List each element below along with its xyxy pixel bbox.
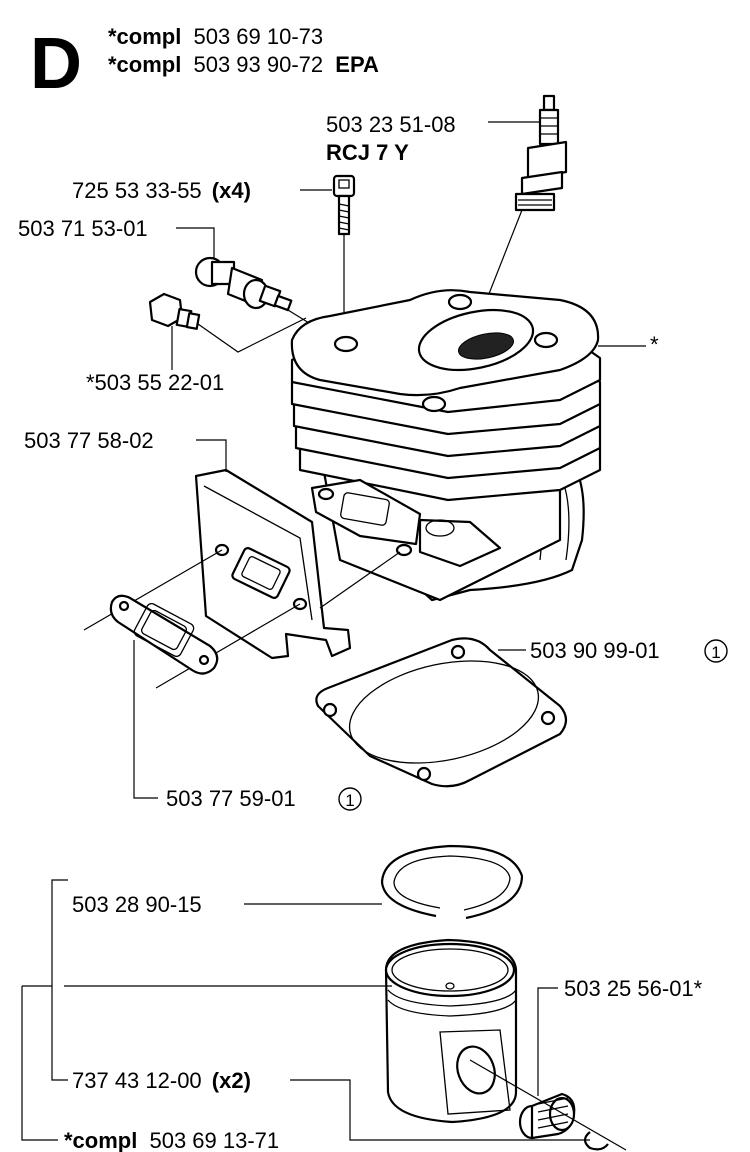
muffler-plate-part-number: 503 77 58-02	[24, 428, 154, 453]
piston-drawing	[384, 938, 518, 1124]
screw-part-number: 725 53 33-55	[72, 178, 202, 203]
decompression-valve-drawing	[194, 256, 293, 312]
base-gasket-label: 503 90 99-01	[530, 638, 660, 663]
piston-kit-part-number: 503 69 13-71	[149, 1128, 279, 1152]
spark-plug-type: RCJ 7 Y	[326, 140, 409, 165]
piston-kit-prefix: *compl	[64, 1128, 137, 1152]
needle-bearing-part-number: 503 25 56-01*	[564, 976, 703, 1001]
header-line-2: *compl 503 93 90-72 EPA	[108, 52, 379, 77]
base-gasket-drawing	[315, 637, 568, 788]
cylinder-marker: *	[650, 332, 659, 357]
base-gasket-note: 1	[711, 643, 720, 662]
exhaust-gasket-note: 1	[345, 791, 354, 810]
circlip-drawing	[583, 1131, 609, 1151]
piston-ring-part-number: 503 28 90-15	[72, 892, 202, 917]
valve-part-number: 503 71 53-01	[18, 216, 148, 241]
needle-bearing-drawing	[518, 1092, 576, 1140]
header-line-2-prefix: *compl	[108, 52, 181, 77]
nut-part-number: *503 55 22-01	[86, 370, 224, 395]
exhaust-gasket-drawing	[109, 594, 219, 675]
spark-plug-part-number: 503 23 51-08	[326, 112, 456, 137]
header-line-2-number: 503 93 90-72	[193, 52, 323, 77]
cylinder-drawing	[290, 289, 602, 602]
exhaust-gasket-part-number: 503 77 59-01	[166, 786, 296, 811]
cylinder-screw-drawing	[332, 174, 356, 236]
header-line-1-prefix: *compl	[108, 24, 181, 49]
base-gasket-part-number: 503 90 99-01	[530, 638, 660, 663]
circlip-label: 737 43 12-00 (x2)	[72, 1068, 251, 1093]
spark-plug-drawing	[514, 94, 568, 212]
muffler-plate-drawing	[194, 468, 352, 660]
base-gasket-note-circle	[704, 639, 728, 663]
header-line-1: *compl 503 69 10-73	[108, 24, 323, 49]
screw-quantity: (x4)	[212, 178, 251, 203]
exhaust-gasket-note-circle	[338, 787, 362, 811]
screw-label: 725 53 33-55 (x4)	[72, 178, 251, 203]
plug-nut-drawing	[148, 292, 201, 330]
exhaust-gasket-label: 503 77 59-01	[166, 786, 296, 811]
circlip-quantity: (x2)	[212, 1068, 251, 1093]
circlip-part-number: 737 43 12-00	[72, 1068, 202, 1093]
piston-kit-label: *compl 503 69 13-71	[64, 1128, 279, 1152]
section-letter: D	[30, 24, 82, 104]
piston-ring-drawing	[380, 844, 524, 920]
header-line-2-suffix: EPA	[335, 52, 379, 77]
header-line-1-number: 503 69 10-73	[193, 24, 323, 49]
